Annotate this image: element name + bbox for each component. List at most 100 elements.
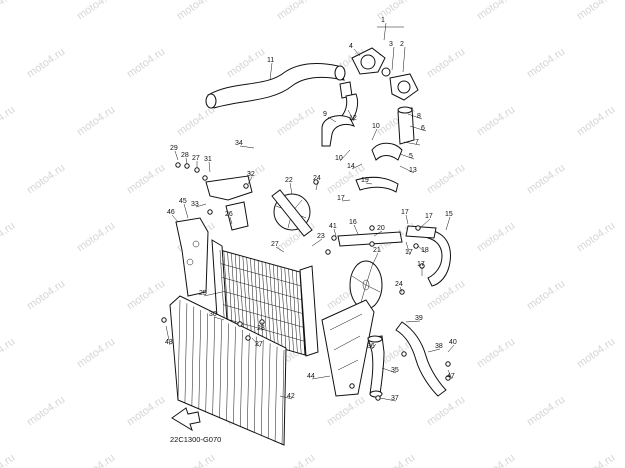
callout-c28a: 28	[181, 152, 189, 159]
watermark-text: moto4.ru	[475, 0, 517, 22]
callout-c25: 25	[199, 290, 207, 297]
watermark-text: moto4.ru	[575, 104, 617, 139]
watermark-text: moto4.ru	[525, 278, 567, 313]
leader-line	[399, 286, 403, 293]
leader-line	[405, 320, 421, 323]
callout-c10a: 10	[372, 123, 380, 130]
callout-c37: 37	[391, 395, 399, 402]
watermark-text: moto4.ru	[75, 220, 117, 255]
leader-line	[347, 109, 355, 122]
watermark-text: moto4.ru	[75, 0, 117, 22]
callout-c14: 14	[347, 163, 355, 170]
watermark-text: moto4.ru	[175, 452, 217, 468]
leader-line	[351, 163, 363, 170]
watermark-text: moto4.ru	[75, 336, 117, 371]
leader-line	[195, 203, 207, 208]
watermark-text: moto4.ru	[575, 336, 617, 371]
callout-c17e: 17	[401, 209, 409, 216]
callout-c44: 44	[307, 373, 315, 380]
watermark-text: moto4.ru	[575, 220, 617, 255]
watermark-text: moto4.ru	[275, 0, 317, 22]
watermark-text: moto4.ru	[0, 104, 17, 139]
callout-c45: 45	[179, 198, 187, 205]
callout-c34: 34	[235, 140, 243, 147]
callout-c36: 36	[367, 343, 375, 350]
watermark-text: moto4.ru	[575, 452, 617, 468]
callout-c3: 3	[389, 41, 393, 48]
leader-line	[381, 367, 397, 374]
callout-c38: 38	[435, 343, 443, 350]
watermark-text: moto4.ru	[25, 278, 67, 313]
callout-c2: 2	[400, 41, 404, 48]
leader-lines	[165, 22, 455, 402]
watermark-text: moto4.ru	[325, 394, 367, 429]
callout-c31: 31	[204, 156, 212, 163]
diagram-code: 22C1300-G070	[170, 435, 221, 444]
leader-line	[407, 113, 423, 120]
leader-line	[409, 125, 427, 132]
leader-line	[327, 116, 337, 123]
leader-line	[365, 182, 373, 185]
left-cooling-fan	[271, 189, 313, 237]
leader-line	[311, 238, 323, 247]
callout-c41: 41	[329, 223, 337, 230]
leader-line	[339, 149, 351, 162]
callout-c40: 40	[449, 339, 457, 346]
watermark-text: moto4.ru	[0, 452, 17, 468]
watermark-text: moto4.ru	[375, 452, 417, 468]
watermark-text: moto4.ru	[475, 104, 517, 139]
leader-line	[427, 348, 441, 353]
leader-line	[447, 369, 453, 380]
watermark-text: moto4.ru	[25, 162, 67, 197]
callout-c20: 20	[377, 225, 385, 232]
leader-line	[229, 216, 233, 225]
radiator-grille	[169, 295, 287, 446]
leader-line	[239, 145, 255, 149]
callout-c29: 29	[170, 145, 178, 152]
watermark-text: moto4.ru	[125, 278, 167, 313]
leader-line	[371, 128, 378, 141]
watermark-text: moto4.ru	[575, 0, 617, 22]
callout-c33: 33	[191, 201, 199, 208]
watermark-text: moto4.ru	[0, 220, 17, 255]
callout-c24a: 24	[313, 175, 321, 182]
leader-line	[279, 395, 293, 400]
watermark-text: moto4.ru	[225, 46, 267, 81]
leader-line	[251, 337, 261, 348]
front-arrow-icon	[171, 407, 201, 432]
watermark-text: moto4.ru	[425, 46, 467, 81]
leader-line	[165, 325, 171, 346]
callout-c5: 5	[409, 153, 413, 160]
leader-line	[405, 241, 411, 256]
leader-line	[403, 141, 421, 146]
bypass-hoses	[321, 115, 399, 193]
leader-line	[341, 199, 351, 202]
callout-c18: 18	[421, 247, 429, 254]
watermark-text: moto4.ru	[425, 162, 467, 197]
leader-line	[213, 316, 225, 321]
callout-c47: 47	[447, 373, 455, 380]
leader-line	[185, 157, 188, 165]
leader-line	[383, 22, 387, 41]
leader-line	[353, 48, 361, 57]
leader-line	[174, 150, 179, 161]
watermark-text: moto4.ru	[525, 46, 567, 81]
leader-line	[373, 230, 383, 237]
lower-hoses	[367, 321, 447, 398]
leader-line	[402, 46, 406, 73]
air-duct-cover	[321, 299, 375, 397]
leader-line	[315, 180, 319, 191]
right-hose	[337, 225, 451, 287]
watermark-text: moto4.ru	[275, 104, 317, 139]
upper-radiator-hose	[205, 63, 346, 109]
callout-c11: 11	[267, 57, 274, 64]
callout-c21: 21	[373, 247, 381, 254]
leader-line	[269, 62, 273, 81]
callout-c16: 16	[349, 219, 357, 226]
left-side-bracket	[175, 217, 209, 297]
watermark-text: moto4.ru	[125, 46, 167, 81]
upper-radiator-bracket	[205, 175, 253, 231]
callout-c9: 9	[323, 111, 327, 118]
callout-c30: 30	[209, 311, 217, 318]
callout-c26: 26	[225, 211, 233, 218]
